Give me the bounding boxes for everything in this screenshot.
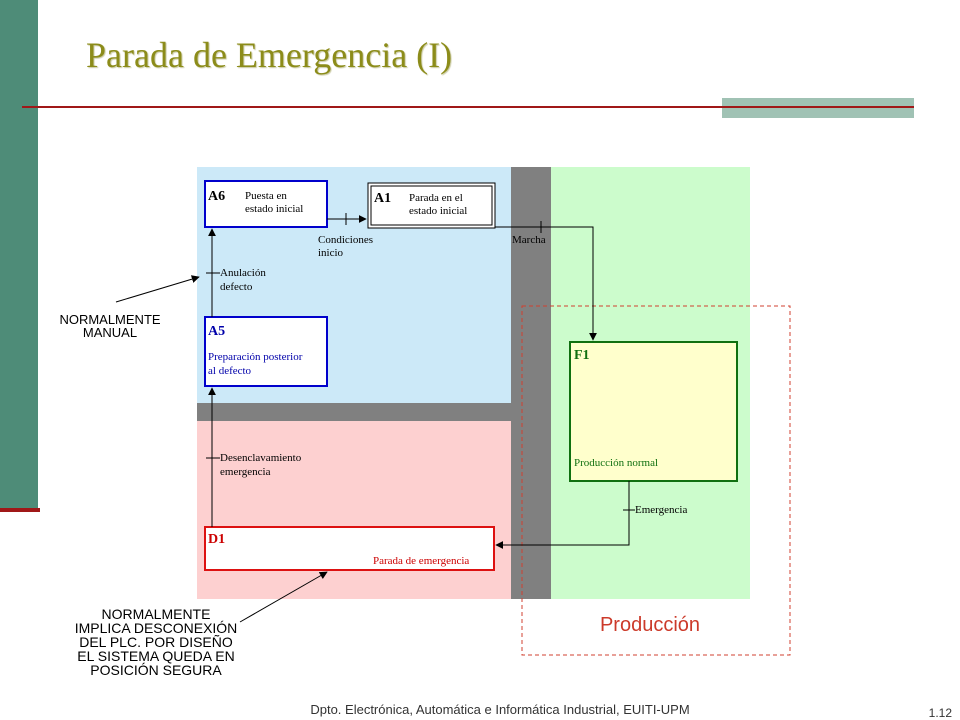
transition-desenclavamiento-line2: emergencia bbox=[220, 466, 271, 478]
step-text-a1-line2: estado inicial bbox=[409, 205, 467, 217]
page-number: 1.12 bbox=[928, 706, 952, 720]
note-plc-line4: EL SISTEMA QUEDA EN bbox=[77, 648, 235, 664]
transition-emergencia: Emergencia bbox=[635, 504, 687, 516]
step-box-a1-inner bbox=[370, 185, 493, 226]
left-accent-bar bbox=[0, 0, 38, 512]
step-text-d1: Parada de emergencia bbox=[373, 555, 469, 567]
production-label: Producción bbox=[599, 614, 701, 636]
transition-anulacion-line2: defecto bbox=[220, 281, 253, 293]
zone-pink bbox=[197, 421, 513, 599]
transition-anulacion-line1: Anulación bbox=[220, 267, 266, 279]
left-accent-bar-tip bbox=[0, 508, 40, 512]
step-box-a6 bbox=[204, 180, 328, 228]
transition-desenclavamiento-line1: Desenclavamiento bbox=[220, 452, 302, 464]
step-label-a5: A5 bbox=[208, 324, 225, 339]
zone-gray-horizontal bbox=[197, 403, 513, 421]
note-arrow-plc bbox=[239, 571, 328, 623]
link-a1-f1 bbox=[495, 226, 597, 341]
note-normalmente-manual: NORMALMENTE MANUAL bbox=[46, 313, 174, 339]
note-manual-line2: MANUAL bbox=[82, 325, 138, 340]
title-rule bbox=[22, 106, 914, 108]
title-accent-block bbox=[722, 98, 914, 118]
transition-marcha: Marcha bbox=[512, 234, 546, 246]
note-plc-line1: NORMALMENTE bbox=[101, 606, 211, 622]
step-text-a6-line2: estado inicial bbox=[245, 203, 303, 215]
link-f1-d1 bbox=[495, 481, 630, 549]
note-arrow-manual bbox=[115, 275, 200, 303]
note-plc-line5: POSICIÓN SEGURA bbox=[90, 662, 222, 678]
step-label-f1: F1 bbox=[574, 348, 590, 363]
transition-condiciones-line2: inicio bbox=[318, 247, 344, 259]
step-text-a1-line1: Parada en el bbox=[409, 192, 463, 204]
note-manual-line1: NORMALMENTE bbox=[59, 312, 161, 327]
step-box-a1 bbox=[367, 182, 496, 229]
step-text-a5-line1: Preparación posterior bbox=[208, 351, 303, 363]
zone-gray-vertical bbox=[511, 167, 551, 599]
step-label-a6: A6 bbox=[208, 189, 225, 204]
note-plc-line2: IMPLICA DESCONEXIÓN bbox=[74, 620, 238, 636]
transition-condiciones-line1: Condiciones bbox=[318, 234, 373, 246]
step-box-f1 bbox=[569, 341, 738, 482]
slide-title: Parada de Emergencia (I) bbox=[86, 35, 453, 75]
step-text-f1: Producción normal bbox=[574, 457, 658, 469]
step-label-a1: A1 bbox=[374, 191, 391, 206]
step-text-a5-line2: al defecto bbox=[208, 365, 252, 377]
step-box-a5 bbox=[204, 316, 328, 387]
slide-footer: Dpto. Electrónica, Automática e Informát… bbox=[310, 702, 690, 717]
note-plc-line3: DEL PLC. POR DISEÑO bbox=[79, 634, 233, 650]
production-frame bbox=[521, 305, 791, 656]
step-box-d1 bbox=[204, 526, 495, 571]
note-desconexion-plc: NORMALMENTE IMPLICA DESCONEXIÓN DEL PLC.… bbox=[40, 607, 272, 677]
step-text-a6-line1: Puesta en bbox=[245, 190, 287, 202]
step-label-d1: D1 bbox=[208, 532, 225, 547]
